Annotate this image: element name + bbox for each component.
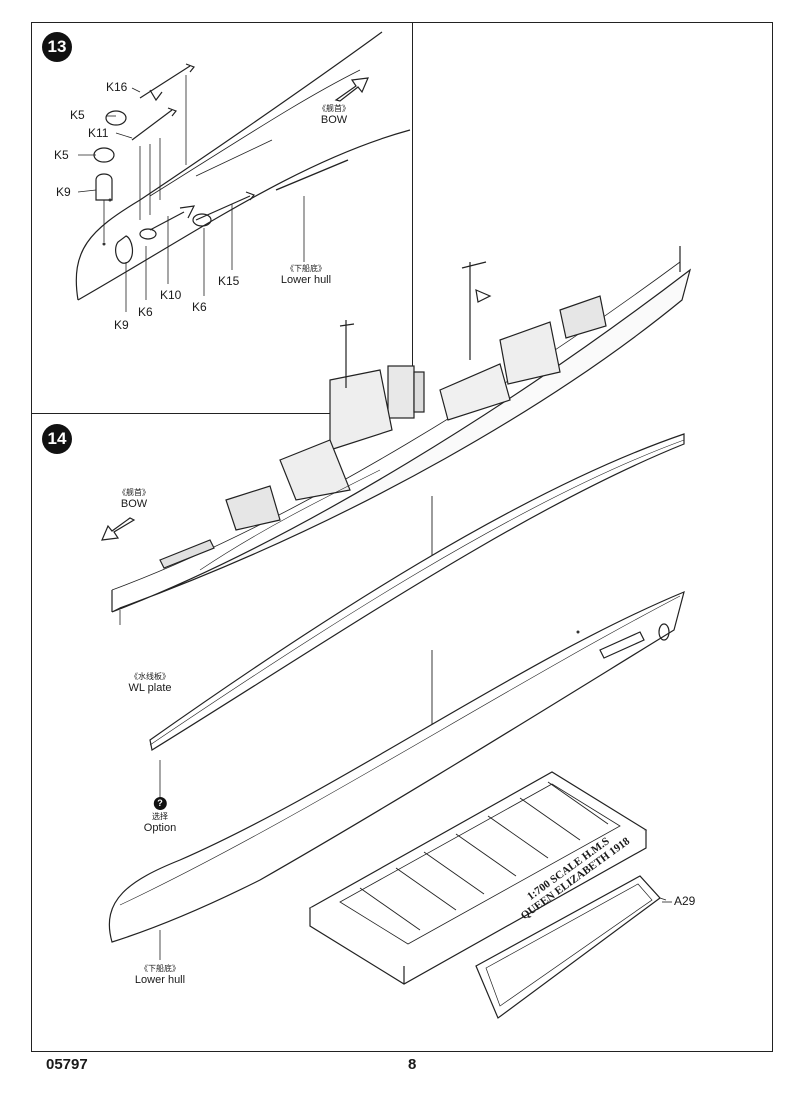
part-k15: K15	[218, 274, 240, 288]
part-k9-upper: K9	[56, 185, 71, 199]
option-question-icon: ?	[153, 797, 167, 810]
step13-lower-hull-cn: 《下船底》	[285, 264, 326, 273]
wl-plate	[149, 433, 685, 751]
step13-bow-cn: 《舰首》	[318, 104, 350, 113]
wl-plate-cn: 《水线板》	[129, 672, 170, 681]
part-k5-upper: K5	[70, 108, 85, 122]
step14-lower-hull-cn: 《下船底》	[139, 964, 180, 973]
part-k10: K10	[160, 288, 182, 302]
step-14-number: 14	[47, 429, 67, 448]
step13-lower-hull-label: 《下船底》 Lower hull	[281, 264, 331, 287]
step-14-badge: 14	[42, 424, 72, 454]
lower-hull	[108, 590, 685, 943]
option-en: Option	[143, 822, 177, 834]
step-13-badge: 13	[42, 32, 72, 62]
step13-lower-hull-en: Lower hull	[280, 274, 332, 286]
step13-bow-label: 《舰首》 BOW	[318, 104, 350, 127]
step14-bow-en: BOW	[120, 498, 148, 510]
step13-bow-en: BOW	[320, 114, 348, 126]
step13-bow-arrow	[334, 77, 369, 102]
step14-lower-hull-label: 《下船底》 Lower hull	[135, 964, 185, 987]
kit-code: 05797	[46, 1056, 88, 1073]
step14-bow-label: 《舰首》 BOW	[118, 488, 150, 511]
part-k16: K16	[106, 80, 128, 94]
step-13-panel	[31, 22, 413, 414]
page-frame	[31, 22, 773, 1052]
option-cn: 选择	[151, 812, 168, 821]
part-k5-lower: K5	[54, 148, 69, 162]
wl-plate-en: WL plate	[128, 682, 172, 694]
option-label: ? 选择 Option	[144, 796, 176, 835]
step13-hull-outline	[75, 31, 383, 301]
step14-bow-cn: 《舰首》	[118, 488, 150, 497]
step14-bow-arrow	[101, 517, 136, 541]
part-a29: A29	[674, 894, 696, 908]
page-number: 8	[408, 1056, 417, 1073]
part-k6-right: K6	[192, 300, 207, 314]
part-k9-lower: K9	[114, 318, 129, 332]
part-k11: K11	[88, 126, 109, 140]
step14-lower-hull-en: Lower hull	[134, 974, 186, 986]
part-k6-left: K6	[138, 305, 153, 319]
step14-ship-hull	[111, 268, 692, 613]
wl-plate-label: 《水线板》 WL plate	[128, 672, 171, 695]
step-13-number: 13	[47, 37, 67, 56]
